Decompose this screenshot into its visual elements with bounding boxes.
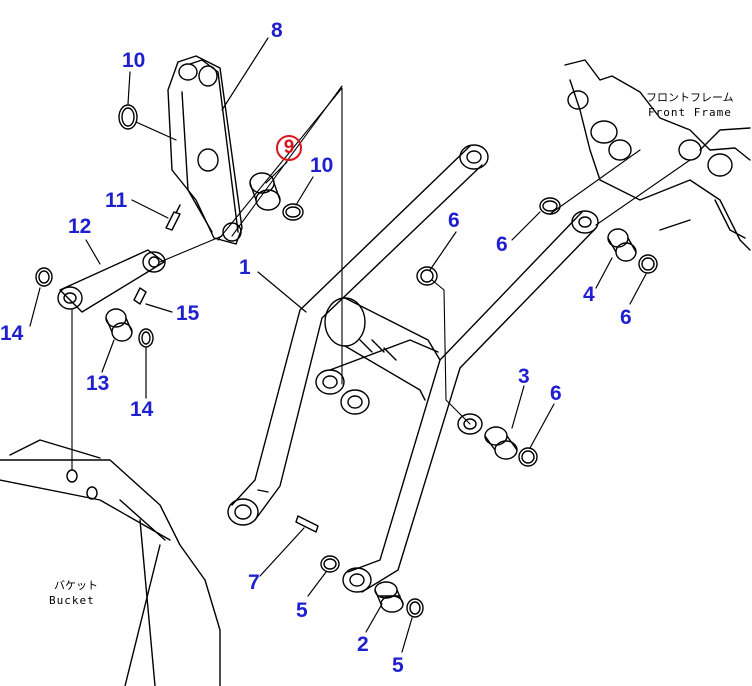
seal-6-right xyxy=(638,254,658,274)
bushing-9 xyxy=(249,172,281,211)
seal-6-mid xyxy=(416,266,438,286)
link xyxy=(57,249,166,313)
alignment-lines xyxy=(71,85,691,471)
callout-14-lower[interactable]: 14 xyxy=(130,398,154,421)
seal-5-upper xyxy=(320,555,340,573)
callout-2[interactable]: 2 xyxy=(357,633,369,656)
callout-4[interactable]: 4 xyxy=(583,283,595,306)
callout-13[interactable]: 13 xyxy=(86,372,110,395)
callout-14-left[interactable]: 14 xyxy=(0,322,24,345)
bushing-4 xyxy=(607,228,637,262)
callout-12[interactable]: 12 xyxy=(68,215,92,238)
bushing-2 xyxy=(374,581,404,613)
seal-14-lower xyxy=(138,328,154,348)
bucket-label-en: Bucket xyxy=(49,594,95,607)
callout-6-mid[interactable]: 6 xyxy=(448,209,460,232)
lift-arm-right xyxy=(342,210,599,593)
seal-5-lower xyxy=(406,598,424,618)
callout-10-upper[interactable]: 10 xyxy=(122,49,146,72)
bushing-13 xyxy=(105,308,133,342)
callout-7[interactable]: 7 xyxy=(248,571,260,594)
seal-10-right xyxy=(282,203,304,221)
callout-11[interactable]: 11 xyxy=(105,189,128,212)
grease-fitting-15 xyxy=(133,287,147,305)
front-frame xyxy=(564,59,751,251)
callout-6-lower[interactable]: 6 xyxy=(550,382,562,405)
bushing-3 xyxy=(484,426,518,460)
seal-6-lower xyxy=(518,447,538,467)
grease-fitting-11 xyxy=(165,204,181,231)
grease-fitting-7 xyxy=(295,515,319,533)
callout-15[interactable]: 15 xyxy=(176,302,200,325)
callout-5-lower[interactable]: 5 xyxy=(392,654,404,677)
callout-6-upper[interactable]: 6 xyxy=(496,233,508,256)
callout-8[interactable]: 8 xyxy=(271,19,283,42)
front-frame-label-jp: フロントフレーム xyxy=(646,91,734,104)
cross-tube xyxy=(315,297,441,415)
callout-10-right[interactable]: 10 xyxy=(310,154,334,177)
callout-9-highlighted[interactable]: 9 xyxy=(276,135,302,161)
bucket-label-jp: バケット xyxy=(54,579,98,592)
bucket xyxy=(0,439,221,686)
leader-lines xyxy=(29,37,647,653)
lift-arm-left xyxy=(227,144,489,526)
callout-6-right[interactable]: 6 xyxy=(620,306,632,329)
callout-3[interactable]: 3 xyxy=(518,365,530,388)
seal-10-upper xyxy=(118,104,138,130)
callout-5-upper[interactable]: 5 xyxy=(296,599,308,622)
callout-1[interactable]: 1 xyxy=(239,256,251,279)
seal-14-left xyxy=(35,267,53,287)
front-frame-label-en: Front Frame xyxy=(648,106,732,119)
bell-crank xyxy=(167,55,243,245)
